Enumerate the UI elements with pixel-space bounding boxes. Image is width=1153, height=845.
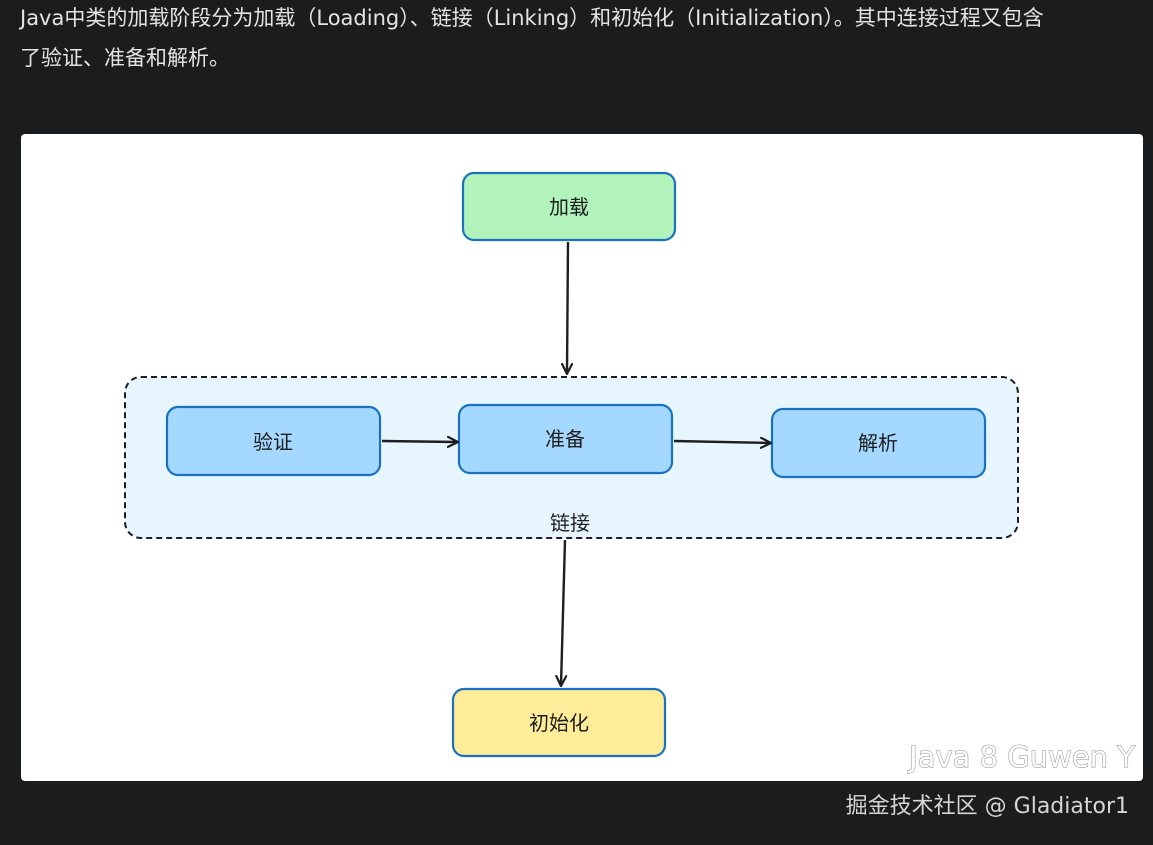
verify-node-label: 验证 bbox=[253, 430, 293, 454]
init-node bbox=[451, 687, 667, 758]
intro-line-1: Java中类的加载阶段分为加载（Loading）、链接（Linking）和初始化… bbox=[20, 6, 1044, 30]
intro-line-2: 了验证、准备和解析。 bbox=[20, 46, 230, 70]
diagram-card: 链接 加载 验证 准备 解析 初始化 Java 8 Guwen Y bbox=[21, 134, 1143, 781]
linking-group-label: 链接 bbox=[550, 511, 590, 535]
diagram-watermark: Java 8 Guwen Y bbox=[907, 740, 1135, 774]
resolve-node-label: 解析 bbox=[858, 431, 898, 455]
credit-text: 掘金技术社区 @ Gladiator1 bbox=[845, 794, 1129, 819]
arrow-loading-to-linking bbox=[567, 241, 568, 373]
loading-node-label: 加载 bbox=[549, 195, 589, 219]
arrow-prepare-to-resolve bbox=[673, 441, 770, 443]
prepare-node-label: 准备 bbox=[545, 427, 585, 451]
arrow-linking-to-init bbox=[561, 539, 565, 685]
verify-node bbox=[165, 405, 382, 477]
intro-paragraph: Java中类的加载阶段分为加载（Loading）、链接（Linking）和初始化… bbox=[20, 0, 1140, 78]
init-node-label: 初始化 bbox=[529, 711, 589, 735]
class-loading-diagram: 链接 加载 验证 准备 解析 初始化 Java 8 Guwen Y bbox=[124, 171, 1136, 775]
loading-node bbox=[461, 171, 677, 242]
arrow-verify-to-prepare bbox=[381, 441, 457, 442]
